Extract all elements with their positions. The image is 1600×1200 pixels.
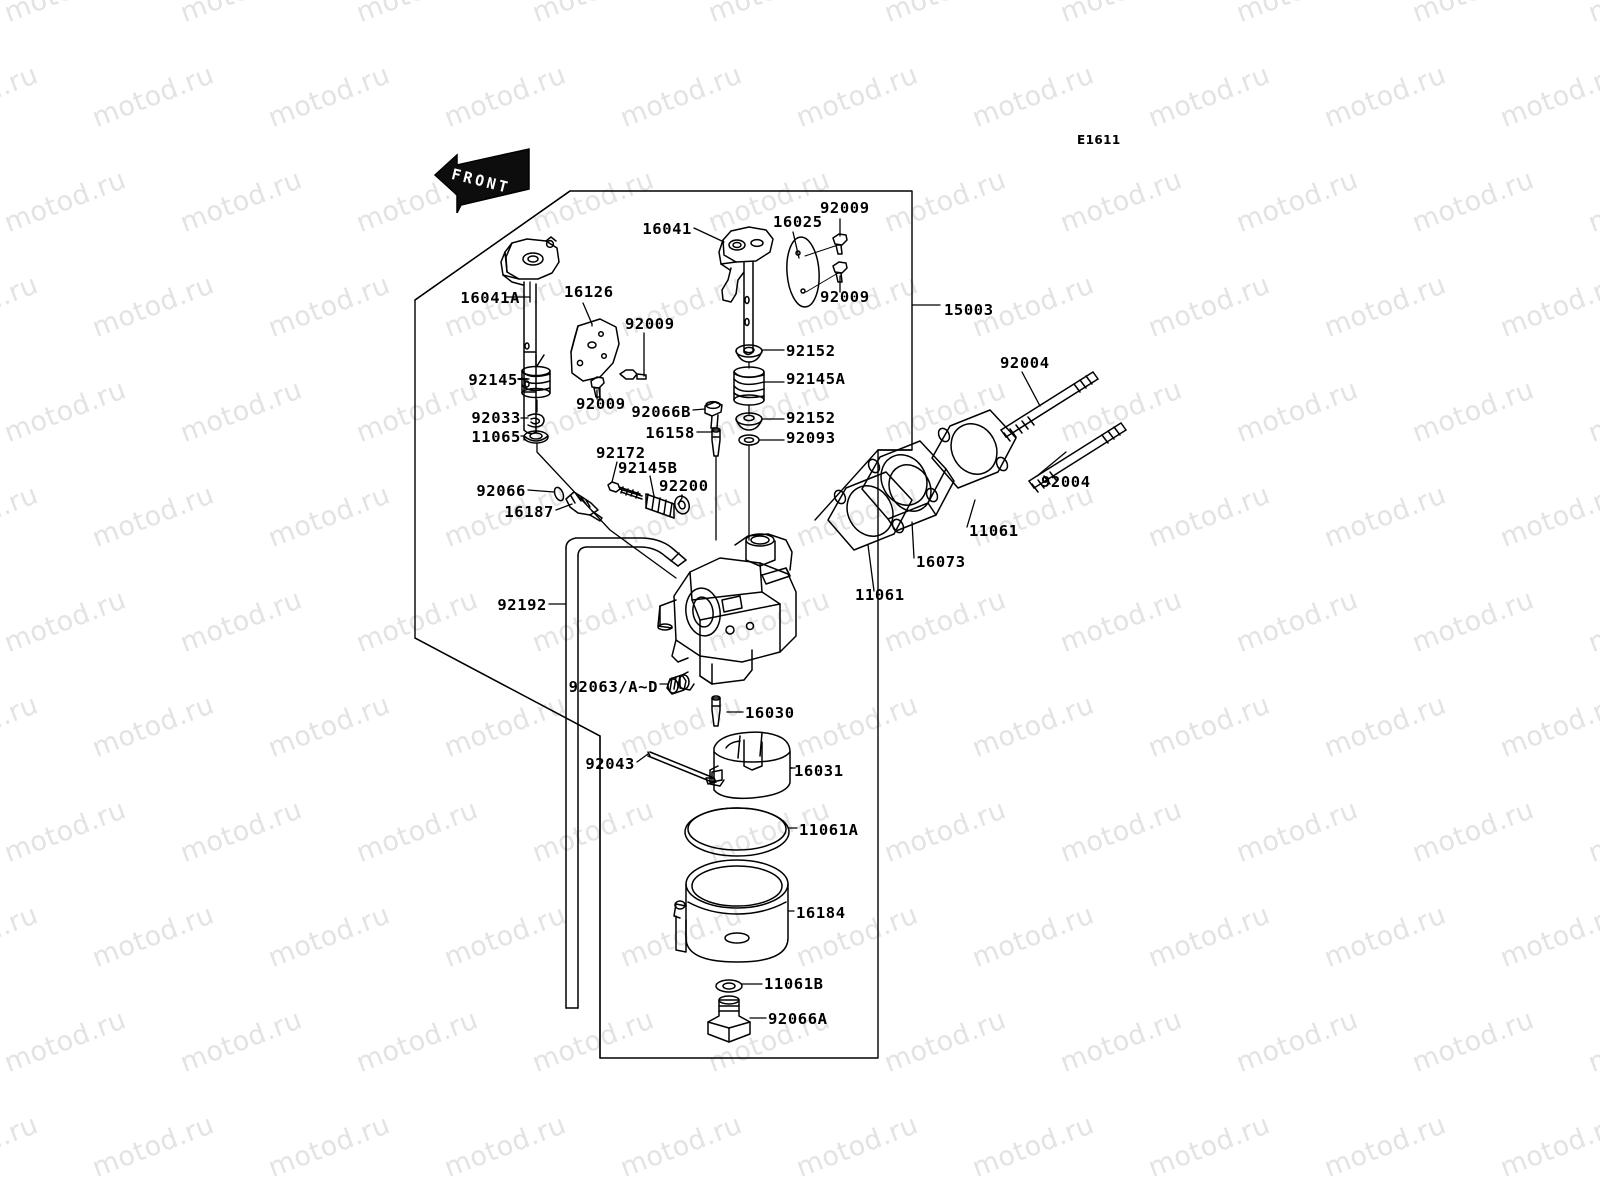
label-92200: 92200 bbox=[659, 477, 709, 495]
label-16184: 16184 bbox=[796, 904, 846, 922]
part-92066B-plug bbox=[704, 400, 723, 429]
label-92145A: 92145A bbox=[786, 370, 846, 388]
label-92009-c: 92009 bbox=[625, 315, 675, 333]
label-11061A: 11061A bbox=[799, 821, 859, 839]
label-16025: 16025 bbox=[773, 213, 823, 231]
leader-lines-clean bbox=[518, 361, 796, 769]
label-92043: 92043 bbox=[585, 755, 635, 773]
label-92033: 92033 bbox=[471, 409, 521, 427]
label-11061-l: 11061 bbox=[855, 586, 905, 604]
part-11061-gasket-right bbox=[931, 409, 1017, 489]
label-92009-b: 92009 bbox=[820, 288, 870, 306]
part-16073-insulator bbox=[861, 440, 955, 532]
part-16031-float bbox=[709, 731, 791, 800]
part-11061-gasket-left bbox=[827, 471, 913, 551]
part-11061B-washer bbox=[715, 979, 743, 993]
label-16073: 16073 bbox=[916, 553, 966, 571]
label-16187: 16187 bbox=[504, 503, 554, 521]
label-92192: 92192 bbox=[497, 596, 547, 614]
part-11065-seal bbox=[523, 430, 549, 444]
part-92066-oring bbox=[553, 486, 565, 502]
part-92152-washer-bottom bbox=[735, 412, 763, 431]
label-92172: 92172 bbox=[596, 444, 646, 462]
label-11065: 11065 bbox=[471, 428, 521, 446]
label-92063: 92063/A~D bbox=[568, 678, 658, 696]
leader-lines-extra bbox=[529, 281, 593, 413]
part-92192-tube bbox=[565, 537, 687, 1009]
part-92066A-drain-bolt bbox=[707, 995, 751, 1043]
part-16030-jet-needle bbox=[711, 695, 721, 727]
label-15003: 15003 bbox=[944, 301, 994, 319]
part-16126-bracket bbox=[570, 318, 620, 382]
diagram-code: E1611 bbox=[1077, 133, 1121, 147]
part-92145B-spring bbox=[645, 493, 675, 519]
part-92043-float-pin bbox=[647, 751, 717, 785]
front-direction-marker: FRONT bbox=[431, 143, 535, 214]
label-92145B: 92145B bbox=[618, 459, 678, 477]
label-16030: 16030 bbox=[745, 704, 795, 722]
label-16041: 16041 bbox=[642, 220, 692, 238]
part-16187-needle bbox=[565, 491, 603, 522]
label-16031: 16031 bbox=[794, 762, 844, 780]
label-16041A: 16041A bbox=[460, 289, 520, 307]
part-16184-float-bowl bbox=[673, 859, 789, 963]
part-92004-stud-bottom bbox=[1028, 422, 1127, 493]
label-92004-a: 92004 bbox=[1000, 354, 1050, 372]
part-92200-washer bbox=[674, 495, 690, 515]
label-92145: 92145 bbox=[468, 371, 518, 389]
part-92033-snap-ring bbox=[527, 413, 545, 428]
part-92145A-spring bbox=[733, 366, 765, 406]
label-11061B: 11061B bbox=[764, 975, 824, 993]
part-92009-screws-bracket bbox=[590, 369, 647, 398]
label-92009-a: 92009 bbox=[820, 199, 870, 217]
part-92093-seal bbox=[738, 434, 760, 446]
part-16025-choke-plate bbox=[786, 236, 820, 308]
part-16158-pilot-jet bbox=[711, 427, 721, 457]
label-92066B: 92066B bbox=[631, 403, 691, 421]
assembly-frame bbox=[414, 190, 913, 1059]
label-11061-r: 11061 bbox=[969, 522, 1019, 540]
part-92009-screws-choke bbox=[804, 233, 848, 293]
part-92152-washer-top bbox=[735, 344, 763, 363]
leader-lines bbox=[504, 218, 1067, 1019]
part-carburetor-body bbox=[657, 533, 797, 691]
part-11061A-bowl-gasket bbox=[684, 807, 790, 857]
label-92066: 92066 bbox=[476, 482, 526, 500]
part-16041A-throttle-shaft bbox=[500, 236, 560, 435]
label-16126: 16126 bbox=[564, 283, 614, 301]
part-16041-choke-lever bbox=[718, 226, 774, 356]
label-92152-a: 92152 bbox=[786, 342, 836, 360]
label-92009-d: 92009 bbox=[576, 395, 626, 413]
label-92004-b: 92004 bbox=[1041, 473, 1091, 491]
label-92093: 92093 bbox=[786, 429, 836, 447]
part-92172-screw bbox=[607, 481, 643, 500]
label-16158: 16158 bbox=[645, 424, 695, 442]
label-92152-b: 92152 bbox=[786, 409, 836, 427]
label-92066A: 92066A bbox=[768, 1010, 828, 1028]
part-92063-main-jet bbox=[666, 674, 687, 695]
part-92004-stud-top bbox=[1000, 371, 1099, 442]
